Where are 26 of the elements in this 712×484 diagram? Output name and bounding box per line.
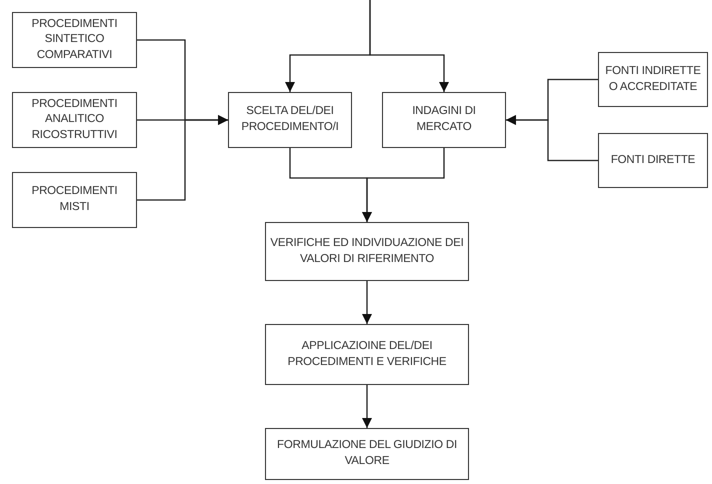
- process-box: [265, 428, 469, 480]
- process-box: [598, 52, 708, 107]
- process-box: [598, 133, 708, 188]
- arrow: [137, 115, 228, 201]
- box-label: PROCEDIMENTI ANALITICO RICOSTRUTTIVI: [30, 96, 118, 143]
- box-label: FORMULAZIONE DEL GIUDIZIO DI VALORE: [276, 438, 458, 469]
- arrow: [362, 385, 372, 428]
- process-box: [12, 92, 137, 148]
- box-label: FONTI INDIRETTE O ACCREDITATE: [604, 64, 702, 94]
- box-label: FONTI DIRETTE: [610, 152, 696, 168]
- arrow: [362, 281, 372, 324]
- process-box: [228, 92, 352, 148]
- process-box: [382, 92, 506, 148]
- process-box: [265, 222, 469, 281]
- box-label: PROCEDIMENTI SINTETICO COMPARATIVI: [30, 16, 118, 63]
- box-label: SCELTA DEL/DEI PROCEDIMENTO/I: [240, 104, 340, 135]
- process-box: [265, 324, 469, 385]
- arrow: [362, 148, 445, 222]
- box-label: PROCEDIMENTI MISTI: [30, 184, 118, 215]
- box-label: APPLICAZIOINE DEL/DEI PROCEDIMENTI E VERIFICHE: [286, 338, 448, 370]
- process-box: [12, 172, 137, 228]
- arrow: [506, 115, 598, 162]
- box-label: VERIFICHE ED INDIVIDUAZIONE DEI VALORI DI RIFERIMENTO: [269, 236, 465, 266]
- box-label: INDAGINI DI MERCATO: [411, 104, 477, 135]
- process-box: [12, 12, 137, 68]
- arrow: [369, 0, 449, 92]
